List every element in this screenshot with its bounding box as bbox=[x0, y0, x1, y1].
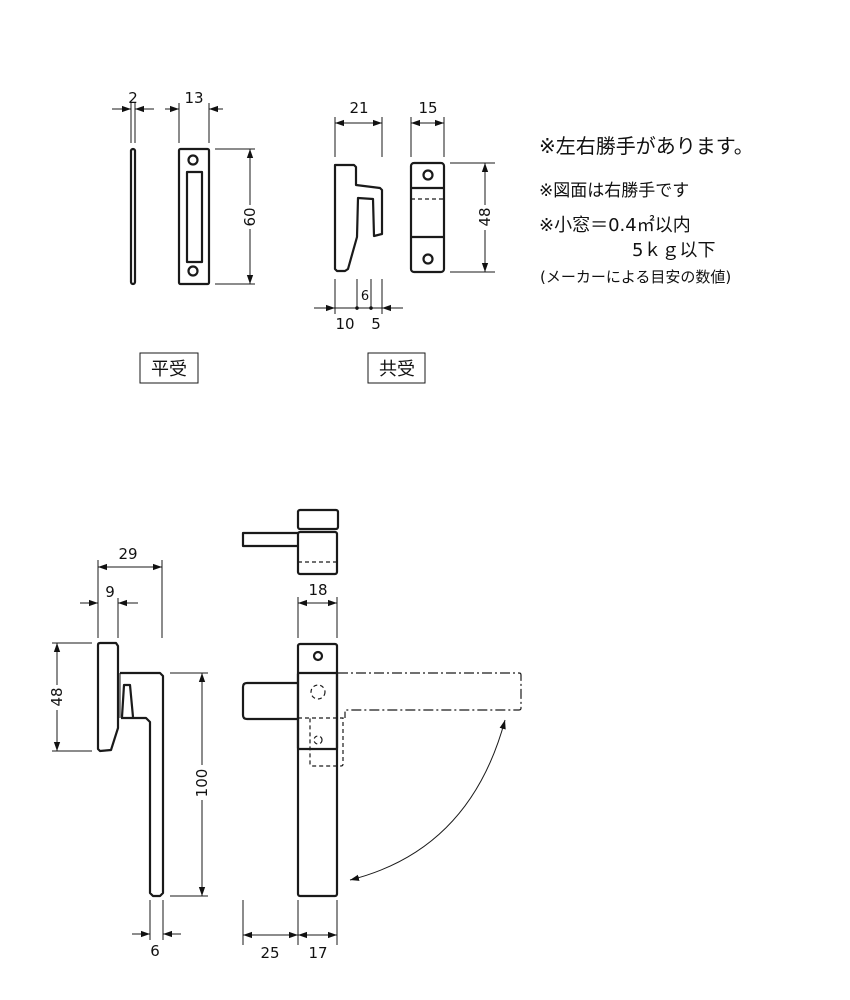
dim-bottom-b: 6 bbox=[361, 289, 369, 304]
screw-hole bbox=[422, 169, 434, 181]
dim-length: 100 bbox=[193, 769, 211, 798]
common-receiver-front-view bbox=[409, 161, 446, 274]
common-receiver-side-view bbox=[333, 163, 384, 273]
flat-receiver-side-view bbox=[129, 147, 137, 286]
dim-width: 15 bbox=[418, 99, 437, 117]
dim-base-depth: 9 bbox=[105, 583, 115, 601]
note-handedness: ※左右勝手があります。 bbox=[539, 134, 754, 158]
note-window-size: ※小窓＝0.4㎡以内 bbox=[539, 215, 691, 236]
dim-top-width: 18 bbox=[308, 581, 327, 599]
note-guideline: (メーカーによる目安の数値) bbox=[540, 268, 732, 286]
handle-lever-front bbox=[241, 681, 298, 721]
dim-depth: 21 bbox=[349, 99, 368, 117]
dim-depth: 29 bbox=[118, 545, 137, 563]
flat-receiver-tag: 平受 bbox=[151, 359, 187, 380]
screw-hole bbox=[187, 265, 199, 277]
dim-bottom-c: 5 bbox=[371, 315, 381, 333]
handle-base bbox=[96, 641, 120, 753]
handle-cover bbox=[296, 671, 339, 751]
note-drawing-right-hand: ※図面は右勝手です bbox=[539, 181, 690, 201]
dim-width: 13 bbox=[184, 89, 203, 107]
note-weight: 5ｋｇ以下 bbox=[632, 240, 716, 261]
handle-side-view: 29 9 48 100 6 bbox=[48, 545, 211, 960]
flat-receiver-front-view bbox=[177, 147, 211, 286]
handle-plate bbox=[296, 642, 339, 898]
handle-lever bbox=[120, 671, 165, 898]
screw-hole bbox=[422, 253, 434, 265]
flat-receiver-drawing: 2 13 60 平受 bbox=[112, 89, 259, 384]
rotation-arrow bbox=[349, 719, 506, 881]
dim-lever-offset: 25 bbox=[260, 944, 279, 962]
rotated-lever-phantom bbox=[338, 672, 522, 718]
dim-height: 48 bbox=[476, 207, 494, 226]
common-receiver-drawing: 21 15 48 6 10 5 共受 bbox=[314, 99, 495, 384]
common-receiver-tag-box bbox=[367, 352, 426, 384]
common-receiver-tag: 共受 bbox=[379, 359, 415, 380]
dim-bottom-a: 10 bbox=[335, 315, 354, 333]
dim-thickness: 2 bbox=[128, 89, 138, 107]
dim-grip: 6 bbox=[150, 942, 160, 960]
flat-receiver-tag-box bbox=[139, 352, 199, 384]
dim-plate-width: 17 bbox=[308, 944, 327, 962]
screw-hole bbox=[187, 154, 199, 166]
flat-receiver-slot bbox=[185, 170, 204, 264]
dim-base-height: 48 bbox=[48, 687, 66, 706]
handle-front-view: 25 17 bbox=[241, 642, 522, 962]
dim-height: 60 bbox=[241, 207, 259, 226]
handle-top-view: 18 bbox=[241, 508, 340, 638]
